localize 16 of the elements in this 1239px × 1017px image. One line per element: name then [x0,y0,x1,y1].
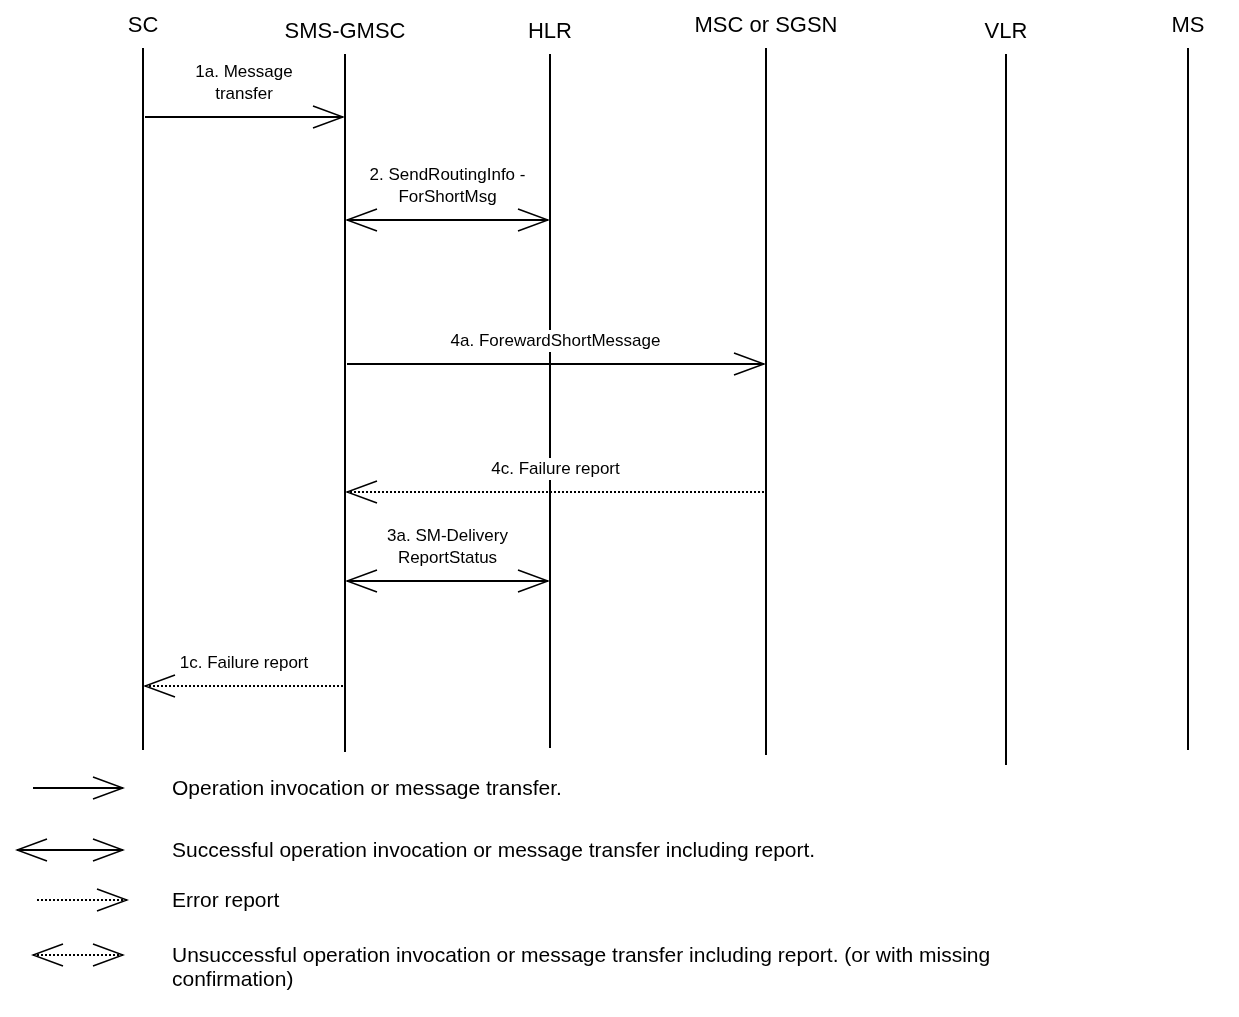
legend-text: Unsuccessful operation invocation or message transfer including report. (or with missing confirmation) [172,943,992,991]
arrow [346,569,549,593]
participant-label: SC [126,12,160,38]
arrow [346,480,765,504]
legend-text: Operation invocation or message transfer. [172,776,563,800]
participant-label: SMS-GMSC [283,18,407,44]
participant-label: HLR [527,18,573,44]
arrow [346,208,549,232]
arrow [144,674,344,698]
arrow [346,352,765,376]
legend-text: Error report [172,888,281,912]
participant-label: VLR [983,18,1029,44]
legend-text: Successful operation invocation or message transfer including report. [172,838,817,862]
participant-label: MS [1170,12,1206,38]
arrow [144,105,344,129]
participant-label: MSC or SGSN [693,12,839,38]
